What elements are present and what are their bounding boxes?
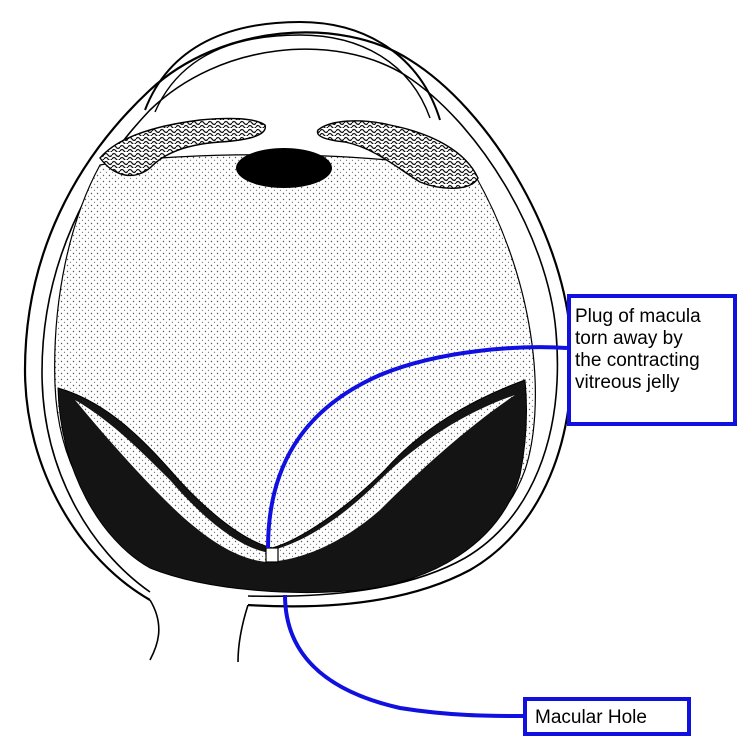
lens	[236, 148, 332, 188]
macular-plug	[266, 548, 278, 562]
optic-nerve-outline-right	[238, 605, 248, 662]
plug-label-line-3: the contracting	[575, 350, 731, 372]
plug-label-line-4: vitreous jelly	[575, 372, 731, 394]
plug-label-line-2: torn away by	[575, 328, 731, 350]
callout-line-hole	[285, 595, 523, 716]
plug-label-line-1: Plug of macula	[575, 306, 731, 328]
macular-hole-label: Macular Hole	[523, 697, 691, 736]
optic-nerve-outline	[150, 600, 159, 660]
plug-of-macula-label: Plug of macula torn away by the contract…	[567, 294, 737, 426]
